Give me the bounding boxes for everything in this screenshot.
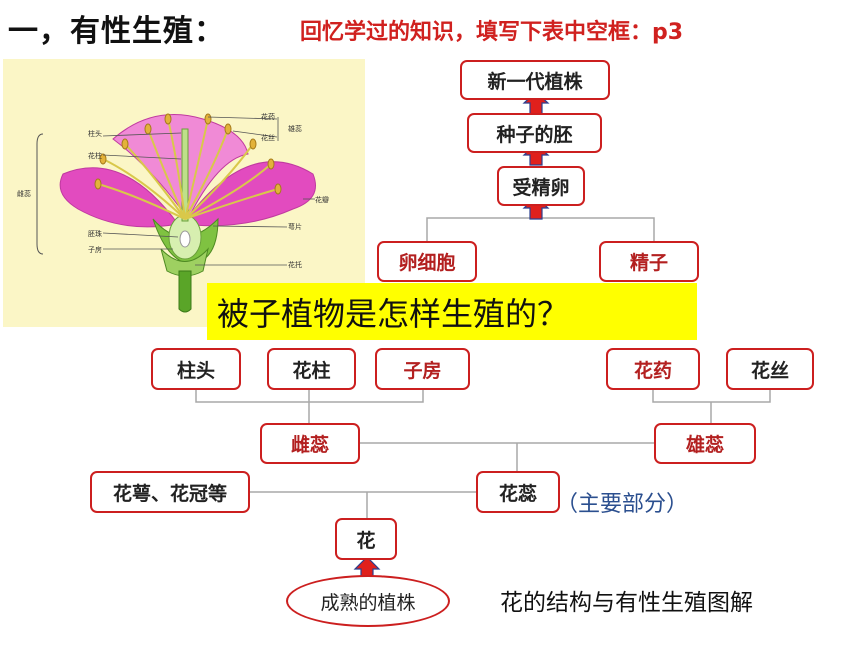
instruction-text: 回忆学过的知识，填写下表中空框：p3 (300, 20, 684, 45)
label-stamen: 雄蕊 (288, 124, 302, 133)
box-zygote: 受精卵 (497, 166, 585, 206)
label-filament: 花丝 (261, 133, 275, 142)
mature-plant-ellipse: 成熟的植株 (286, 575, 450, 627)
box-pistil: 雌蕊 (260, 423, 360, 464)
question-banner: 被子植物是怎样生殖的？ (207, 283, 697, 340)
box-seed-embryo: 种子的胚 (467, 113, 602, 153)
box-style: 花柱 (267, 348, 356, 390)
box-anther: 花药 (606, 348, 700, 390)
main-part-note: （主要部分） (556, 492, 689, 517)
label-ovule: 胚珠 (88, 229, 102, 238)
box-flower: 花 (335, 518, 397, 560)
box-stamen-pistil: 花蕊 (476, 471, 560, 513)
label-style: 花柱 (88, 151, 102, 160)
label-pistil: 雌蕊 (17, 189, 31, 198)
box-stigma: 柱头 (151, 348, 241, 390)
diagram-caption: 花的结构与有性生殖图解 (500, 590, 753, 616)
flower-structure-illustration: 柱头 花柱 雌蕊 胚珠 子房 花药 花丝 雄蕊 花瓣 萼片 花托 (3, 59, 365, 327)
box-sepal-corolla: 花萼、花冠等 (90, 471, 250, 513)
box-ovary: 子房 (375, 348, 470, 390)
box-egg-cell: 卵细胞 (377, 241, 477, 282)
box-sperm: 精子 (599, 241, 699, 282)
box-new-generation-plant: 新一代植株 (460, 60, 610, 100)
label-stigma: 柱头 (88, 129, 102, 138)
flower-drawing: 柱头 花柱 雌蕊 胚珠 子房 花药 花丝 雄蕊 花瓣 萼片 花托 (17, 112, 329, 313)
label-anther: 花药 (261, 112, 275, 121)
label-receptacle: 花托 (288, 260, 302, 269)
box-filament: 花丝 (726, 348, 814, 390)
page-title: 一，有性生殖： (8, 14, 225, 49)
label-sepal: 萼片 (288, 222, 302, 231)
label-petal: 花瓣 (315, 195, 329, 204)
label-ovary: 子房 (88, 245, 102, 254)
box-stamen: 雄蕊 (654, 423, 756, 464)
